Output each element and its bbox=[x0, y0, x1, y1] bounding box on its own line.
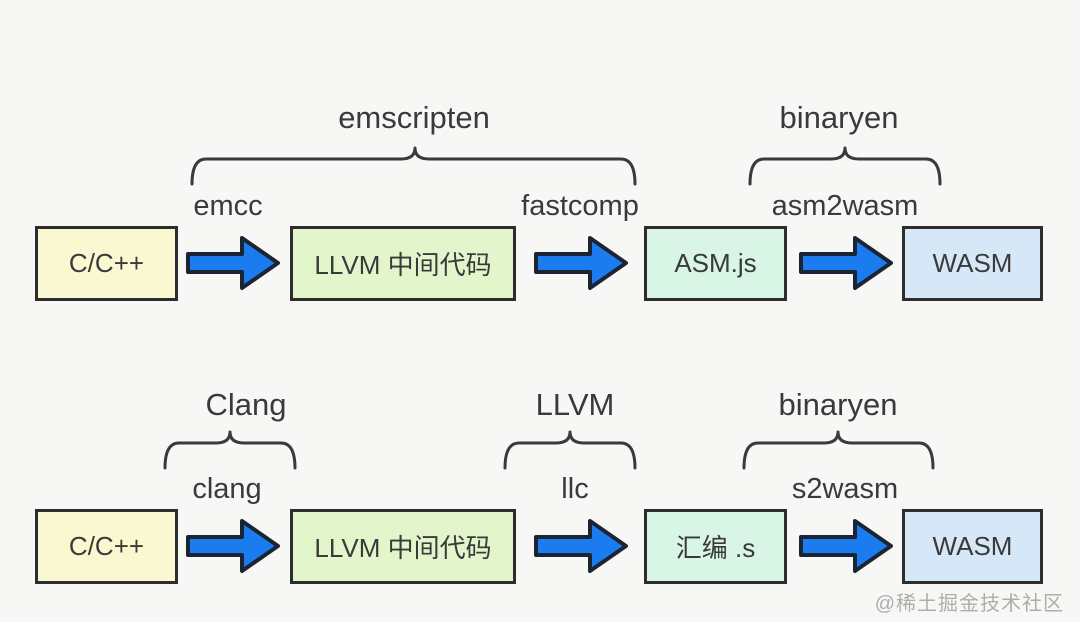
node-cpp-row1: C/C++ bbox=[35, 226, 178, 301]
group-label-binaryen-row1: binaryen bbox=[779, 100, 899, 135]
arrow-label-fastcomp: fastcomp bbox=[521, 190, 639, 222]
brace-llvm bbox=[503, 430, 637, 470]
node-assembly-s: 汇编 .s bbox=[644, 509, 787, 584]
group-label-clang: Clang bbox=[205, 387, 287, 422]
arrow-label-asm2wasm: asm2wasm bbox=[771, 190, 919, 222]
arrow-label-emcc: emcc bbox=[193, 190, 263, 222]
node-asmjs: ASM.js bbox=[644, 226, 787, 301]
arrow-llc-icon bbox=[534, 519, 628, 573]
group-label-binaryen-row2: binaryen bbox=[778, 387, 898, 422]
arrow-s2wasm-icon bbox=[799, 519, 893, 573]
group-label-llvm: LLVM bbox=[535, 387, 615, 422]
arrow-clang-icon bbox=[186, 519, 280, 573]
watermark: @稀土掘金技术社区 bbox=[874, 593, 1064, 615]
node-wasm-row2: WASM bbox=[902, 509, 1043, 584]
arrow-label-clang: clang bbox=[192, 473, 262, 505]
brace-clang bbox=[163, 430, 297, 470]
arrow-label-llc: llc bbox=[561, 473, 589, 505]
node-llvm-ir-row1: LLVM 中间代码 bbox=[290, 226, 516, 301]
arrow-fastcomp-icon bbox=[534, 236, 628, 290]
node-wasm-row1: WASM bbox=[902, 226, 1043, 301]
group-label-emscripten: emscripten bbox=[338, 100, 490, 135]
brace-binaryen-row2 bbox=[742, 430, 935, 470]
brace-binaryen-row1 bbox=[748, 146, 942, 186]
arrow-asm2wasm-icon bbox=[799, 236, 893, 290]
node-cpp-row2: C/C++ bbox=[35, 509, 178, 584]
brace-emscripten bbox=[190, 146, 637, 186]
arrow-label-s2wasm: s2wasm bbox=[791, 473, 899, 505]
arrow-emcc-icon bbox=[186, 236, 280, 290]
node-llvm-ir-row2: LLVM 中间代码 bbox=[290, 509, 516, 584]
